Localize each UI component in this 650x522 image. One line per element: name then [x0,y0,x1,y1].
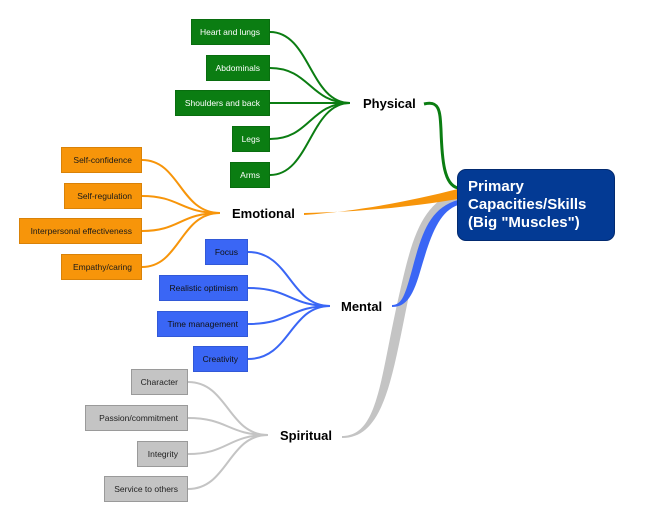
trunk-physical [423,101,459,190]
central-topic-line-2: Capacities/Skills [468,196,587,213]
central-topic-line-3: (Big "Muscles") [468,214,580,231]
leaf-abdominals[interactable]: Abdominals [206,55,270,81]
trunk-mental [392,200,458,307]
leaf-time-management[interactable]: Time management [157,311,248,337]
connector-legs [269,102,351,140]
leaf-shoulders-and-back[interactable]: Shoulders and back [175,90,270,116]
leaf-character[interactable]: Character [131,369,188,395]
emotional-connectors [141,159,221,268]
connector-abdominals [269,67,351,104]
branch-mental[interactable]: Mental [341,299,383,314]
leaf-self-regulation[interactable]: Self-regulation [64,183,142,209]
leaf-focus[interactable]: Focus [205,239,248,265]
leaf-heart-and-lungs[interactable]: Heart and lungs [191,19,270,45]
connector-passion [187,417,269,436]
leaf-legs[interactable]: Legs [232,126,270,152]
leaf-self-confidence[interactable]: Self-confidence [61,147,142,173]
connector-service [187,434,269,490]
branch-emotional[interactable]: Emotional [232,206,295,221]
connector-creativity [247,305,331,360]
leaf-empathy-caring[interactable]: Empathy/caring [61,254,142,280]
connector-heart-and-lungs [269,31,351,104]
leaf-service-to-others[interactable]: Service to others [104,476,188,502]
physical-connectors [269,31,351,176]
connector-self-confidence [141,159,221,214]
leaf-passion-commitment[interactable]: Passion/commitment [85,405,188,431]
leaf-realistic-optimism[interactable]: Realistic optimism [159,275,248,301]
connector-realistic-optimism [247,287,331,307]
leaf-integrity[interactable]: Integrity [137,441,188,467]
branch-physical[interactable]: Physical [363,96,416,111]
connector-empathy [141,212,221,268]
connector-focus [247,251,331,307]
connector-character [187,381,269,436]
branch-spiritual[interactable]: Spiritual [280,428,333,443]
central-topic-line-1: Primary [468,178,524,195]
spiritual-connectors [187,381,269,490]
connector-arms [269,102,351,176]
leaf-arms[interactable]: Arms [230,162,270,188]
trunk-emotional [304,189,458,215]
central-topic[interactable]: Primary Capacities/Skills (Big "Muscles"… [457,169,615,241]
leaf-interpersonal-effectiveness[interactable]: Interpersonal effectiveness [19,218,142,244]
leaf-creativity[interactable]: Creativity [193,346,248,372]
mental-connectors [247,251,331,360]
trunk-spiritual [342,190,458,438]
